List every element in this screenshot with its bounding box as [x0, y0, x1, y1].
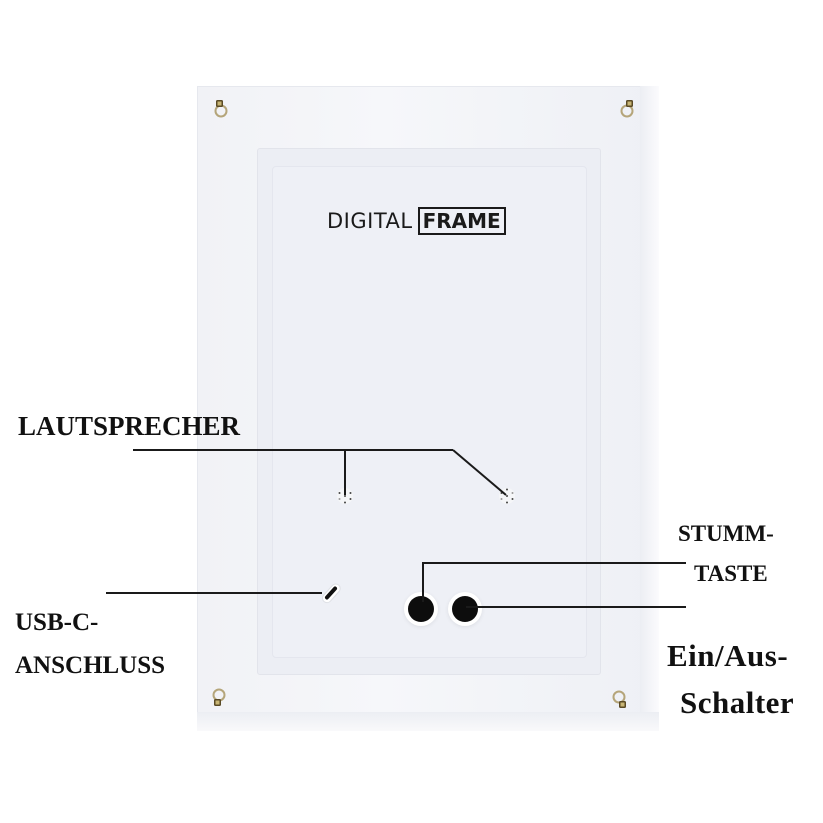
- mute-label-line2: TASTE: [694, 561, 768, 586]
- speaker-right-leader: [452, 449, 507, 496]
- usb-label-line2: ANSCHLUSS: [15, 652, 166, 679]
- speaker-callout-line: [133, 449, 453, 451]
- power-callout-line: [466, 606, 686, 608]
- usb-c-port-icon: [322, 583, 341, 604]
- digital-frame-logo: DIGITAL FRAME: [327, 206, 506, 236]
- screw-icon: [212, 688, 226, 706]
- display-back-inner-panel: [272, 166, 587, 658]
- screw-icon: [214, 100, 228, 118]
- screw-icon: [612, 690, 626, 708]
- acrylic-edge-right: [640, 86, 659, 731]
- speaker-left-leader: [344, 449, 346, 495]
- mute-button: [408, 596, 434, 622]
- logo-text-boxed: FRAME: [417, 207, 506, 235]
- power-label-line1: Ein/Aus-: [667, 638, 789, 673]
- power-label-line2: Schalter: [680, 685, 795, 720]
- speaker-label: LAUTSPRECHER: [18, 411, 241, 441]
- power-button: [452, 596, 478, 622]
- mute-callout-line: [422, 562, 686, 564]
- usb-label-line1: USB-C-: [15, 609, 99, 636]
- logo-text-regular: DIGITAL: [327, 209, 413, 233]
- mute-label-line1: STUMM-: [678, 521, 774, 546]
- usb-callout-line: [106, 592, 322, 594]
- screw-icon: [620, 100, 634, 118]
- acrylic-edge-bottom: [197, 712, 659, 731]
- speaker-grille-icon: [337, 488, 353, 504]
- mute-leader-vertical: [422, 562, 424, 602]
